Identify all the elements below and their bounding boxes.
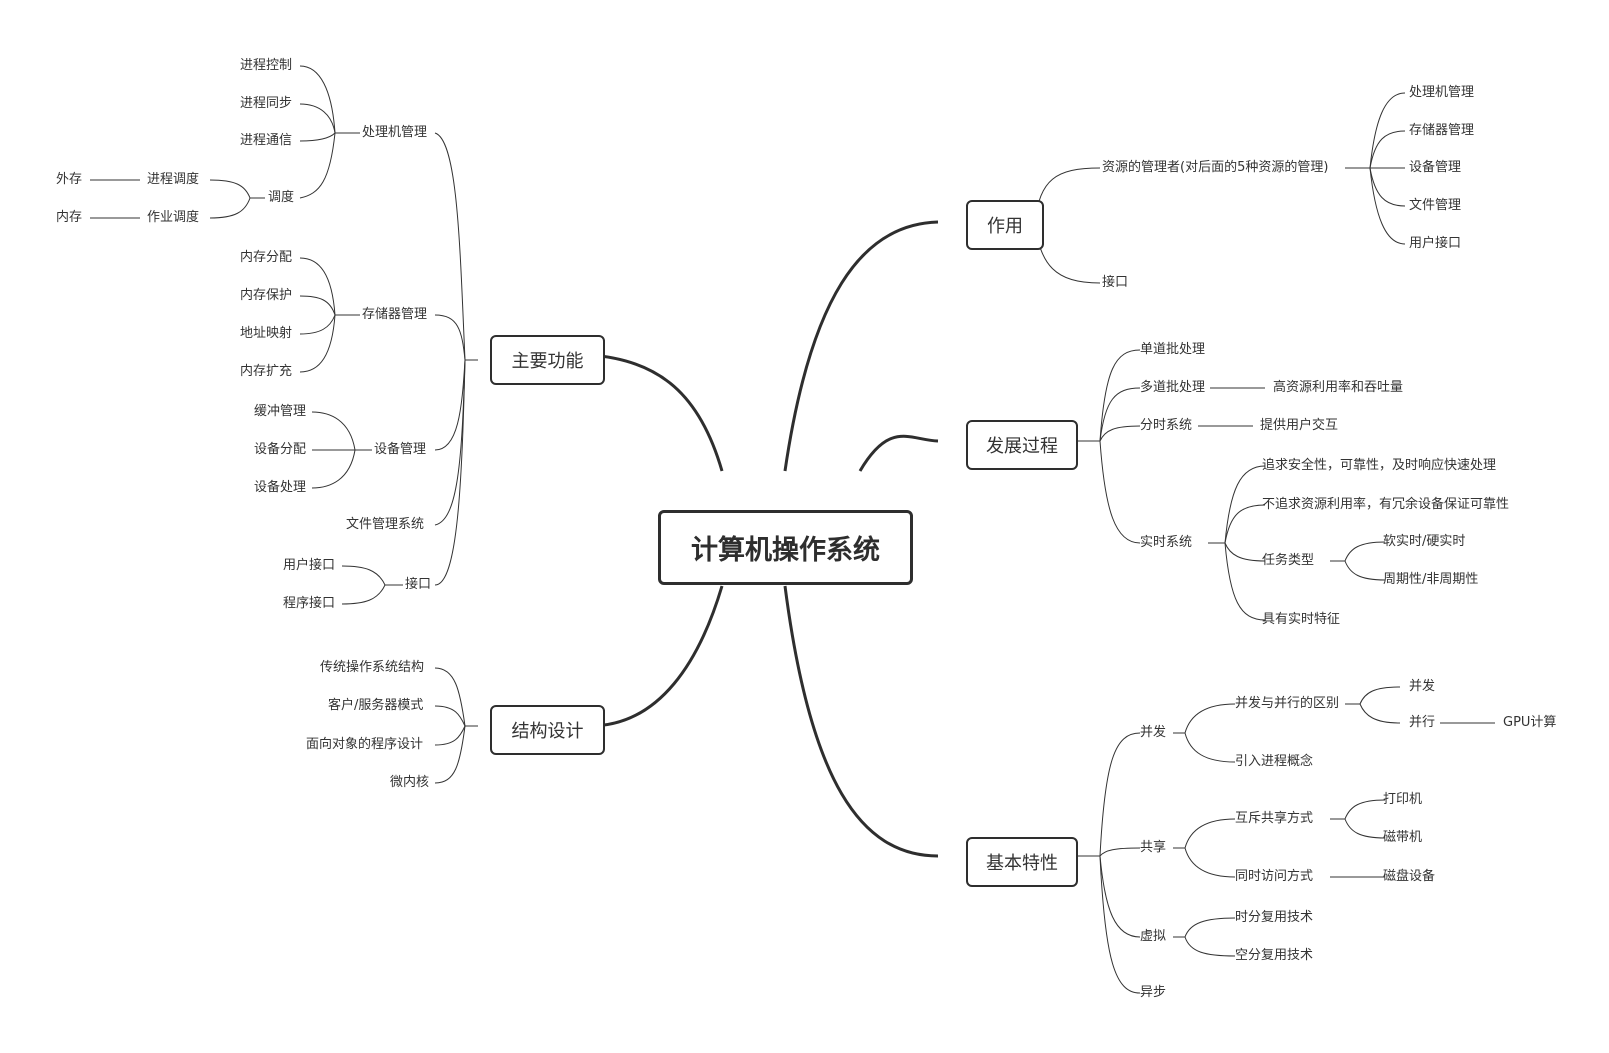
node-process-control[interactable]: 进程控制 [240,58,293,73]
node-printer[interactable]: 打印机 [1383,792,1423,807]
node-simultaneous-access[interactable]: 同时访问方式 [1235,869,1314,884]
node-high-utilization[interactable]: 高资源利用率和吞吐量 [1273,380,1404,395]
node-rt-features[interactable]: 具有实时特征 [1262,612,1341,627]
node-role-user-interface[interactable]: 用户接口 [1409,236,1462,251]
node-program-interface[interactable]: 程序接口 [283,596,336,611]
node-periodic[interactable]: 周期性/非周期性 [1383,572,1479,587]
node-file-mgmt-system[interactable]: 文件管理系统 [346,517,425,532]
node-role-interface[interactable]: 接口 [1102,275,1129,290]
node-role-processor[interactable]: 处理机管理 [1409,85,1475,100]
node-job-scheduling[interactable]: 作业调度 [147,210,200,225]
node-client-server[interactable]: 客户/服务器模式 [328,698,424,713]
node-user-interface[interactable]: 用户接口 [283,558,336,573]
node-user-interaction[interactable]: 提供用户交互 [1260,418,1339,433]
node-gpu-computing[interactable]: GPU计算 [1503,715,1557,730]
node-multi-batch[interactable]: 多道批处理 [1140,380,1206,395]
node-role-device[interactable]: 设备管理 [1409,160,1462,175]
node-scheduling[interactable]: 调度 [268,190,295,205]
node-single-batch[interactable]: 单道批处理 [1140,342,1206,357]
node-concurrency[interactable]: 并发 [1140,725,1167,740]
node-soft-hard-rt[interactable]: 软实时/硬实时 [1383,534,1466,549]
node-storage-mgmt[interactable]: 存储器管理 [362,307,428,322]
node-async[interactable]: 异步 [1140,985,1167,1000]
node-time-division[interactable]: 时分复用技术 [1235,910,1314,925]
node-parallel[interactable]: 并行 [1409,715,1436,730]
node-microkernel[interactable]: 微内核 [390,775,430,790]
node-sharing[interactable]: 共享 [1140,840,1167,855]
node-concurrency-vs-parallel[interactable]: 并发与并行的区别 [1235,696,1340,711]
node-process-concept[interactable]: 引入进程概念 [1235,754,1314,769]
node-object-oriented[interactable]: 面向对象的程序设计 [306,737,424,752]
node-tape-drive[interactable]: 磁带机 [1383,830,1423,845]
node-real-time[interactable]: 实时系统 [1140,535,1193,550]
node-space-division[interactable]: 空分复用技术 [1235,948,1314,963]
node-memory-expand[interactable]: 内存扩充 [240,364,293,379]
node-mutex-sharing[interactable]: 互斥共享方式 [1235,811,1314,826]
node-buffer-mgmt[interactable]: 缓冲管理 [254,404,307,419]
node-role-storage[interactable]: 存储器管理 [1409,123,1475,138]
node-rt-safety[interactable]: 追求安全性，可靠性，及时响应快速处理 [1262,458,1497,473]
node-memory-alloc[interactable]: 内存分配 [240,250,293,265]
node-rt-redundancy[interactable]: 不追求资源利用率，有冗余设备保证可靠性 [1262,497,1510,512]
node-disk-device[interactable]: 磁盘设备 [1383,869,1436,884]
node-traditional-structure[interactable]: 传统操作系统结构 [320,660,425,675]
node-external-storage[interactable]: 外存 [56,172,83,187]
node-address-mapping[interactable]: 地址映射 [240,326,293,341]
node-device-mgmt[interactable]: 设备管理 [374,442,427,457]
node-interface[interactable]: 接口 [405,577,432,592]
topic-role[interactable]: 作用 [966,200,1044,250]
node-resource-manager[interactable]: 资源的管理者(对后面的5种资源的管理) [1102,160,1329,175]
node-concurrent[interactable]: 并发 [1409,679,1436,694]
node-internal-memory[interactable]: 内存 [56,210,83,225]
topic-development[interactable]: 发展过程 [966,420,1078,470]
node-device-handling[interactable]: 设备处理 [254,480,307,495]
node-process-sync[interactable]: 进程同步 [240,96,293,111]
node-virtual[interactable]: 虚拟 [1140,929,1167,944]
node-role-file[interactable]: 文件管理 [1409,198,1462,213]
node-processor-mgmt[interactable]: 处理机管理 [362,125,428,140]
node-memory-protect[interactable]: 内存保护 [240,288,293,303]
topic-structure-design[interactable]: 结构设计 [490,705,605,755]
topic-main-functions[interactable]: 主要功能 [490,335,605,385]
node-time-sharing[interactable]: 分时系统 [1140,418,1193,433]
topic-basic-features[interactable]: 基本特性 [966,837,1078,887]
node-process-comm[interactable]: 进程通信 [240,133,293,148]
node-task-type[interactable]: 任务类型 [1262,553,1315,568]
node-device-alloc[interactable]: 设备分配 [254,442,307,457]
node-process-scheduling[interactable]: 进程调度 [147,172,200,187]
root-topic[interactable]: 计算机操作系统 [658,510,913,585]
